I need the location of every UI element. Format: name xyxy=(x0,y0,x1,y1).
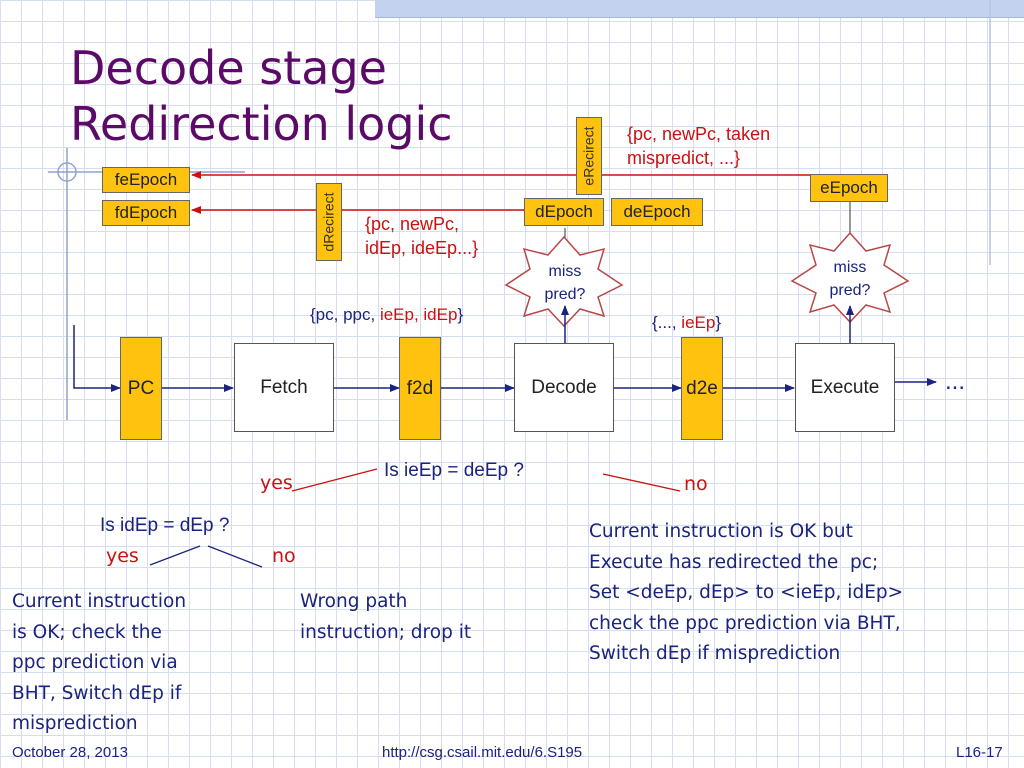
d2e-content-prefix: {..., xyxy=(652,313,682,332)
depoch-register: dEpoch xyxy=(524,198,604,226)
f2d-content-label: {pc, ppc, ieEp, idEp} xyxy=(310,305,463,325)
erecirect-register: eRecirect xyxy=(576,117,602,195)
footer-date: October 28, 2013 xyxy=(12,744,128,761)
execute-redirect-message: {pc, newPc, taken mispredict, ...} xyxy=(627,122,770,170)
decision-no-2: no xyxy=(272,545,296,567)
decision2-no-line xyxy=(207,545,263,568)
miss-pred-decode-line1: miss xyxy=(548,263,582,280)
feepoch-register: feEpoch xyxy=(102,167,190,193)
execute-redirect-message-line1: {pc, newPc, taken xyxy=(627,124,771,144)
note-execute-redirected: Current instruction is OK but Execute ha… xyxy=(589,521,904,664)
decode-stage: Decode xyxy=(514,343,614,432)
decode-redirect-message-line2: idEp, ideEp...} xyxy=(365,238,479,258)
f2d-content-epochs: ieEp, idEp xyxy=(379,305,458,324)
decision-yes-line xyxy=(291,468,378,492)
miss-pred-execute-label: miss pred? xyxy=(820,256,880,302)
miss-pred-decode-line2: pred? xyxy=(544,286,586,303)
note-yes-current-ok: Current instruction is OK; check the ppc… xyxy=(12,591,187,734)
decision-question-2: Is idEp = dEp ? xyxy=(100,515,230,536)
decision-yes-1: yes xyxy=(260,472,293,494)
eepoch-register: eEpoch xyxy=(810,174,888,202)
d2e-content-label: {..., ieEp} xyxy=(652,313,721,333)
f2d-register: f2d xyxy=(399,337,441,440)
pipeline-continuation: ... xyxy=(945,368,966,395)
decode-redirect-message: {pc, newPc, idEp, ideEp...} xyxy=(365,212,478,260)
execute-stage: Execute xyxy=(795,343,895,432)
miss-pred-execute-line2: pred? xyxy=(829,282,871,299)
decision-no-1: no xyxy=(684,473,708,495)
note-wrong-path: Wrong path instruction; drop it xyxy=(300,591,472,643)
decision-question-1: Is ieEp = deEp ? xyxy=(384,460,524,481)
footer-url[interactable]: http://csg.csail.mit.edu/6.S195 xyxy=(382,744,583,761)
footer-slide-number: L16-17 xyxy=(956,744,1003,761)
title-line-1: Decode stage xyxy=(70,41,387,95)
f2d-content-prefix: {pc, ppc, xyxy=(310,305,380,324)
decision-no-line xyxy=(602,473,681,492)
erecirect-label: eRecirect xyxy=(581,126,598,186)
decode-redirect-message-line1: {pc, newPc, xyxy=(365,214,460,234)
fetch-stage: Fetch xyxy=(234,343,334,432)
f2d-content-suffix: } xyxy=(457,305,464,324)
title-line-2: Redirection logic xyxy=(70,97,453,151)
drecirect-label: dRecirect xyxy=(321,192,338,252)
pc-feedback-arrow xyxy=(73,325,121,392)
deco-circle xyxy=(57,162,77,182)
pc-register: PC xyxy=(120,337,162,440)
execute-redirect-message-line2: mispredict, ...} xyxy=(627,148,741,168)
d2e-content-suffix: } xyxy=(715,313,722,332)
decision2-yes-line xyxy=(149,545,201,566)
drecirect-register: dRecirect xyxy=(316,183,342,261)
d2e-register: d2e xyxy=(681,337,723,440)
d2e-content-epochs: ieEp xyxy=(681,313,716,332)
header-band xyxy=(375,0,1024,18)
miss-pred-decode-label: miss pred? xyxy=(535,260,595,306)
slide-title: Decode stage Redirection logic xyxy=(70,40,453,152)
miss-pred-decode-burst xyxy=(504,235,624,328)
deepoch-register: deEpoch xyxy=(611,198,703,226)
decision-yes-2: yes xyxy=(106,545,139,567)
fdepoch-register: fdEpoch xyxy=(102,200,190,226)
miss-pred-execute-line1: miss xyxy=(833,259,867,276)
